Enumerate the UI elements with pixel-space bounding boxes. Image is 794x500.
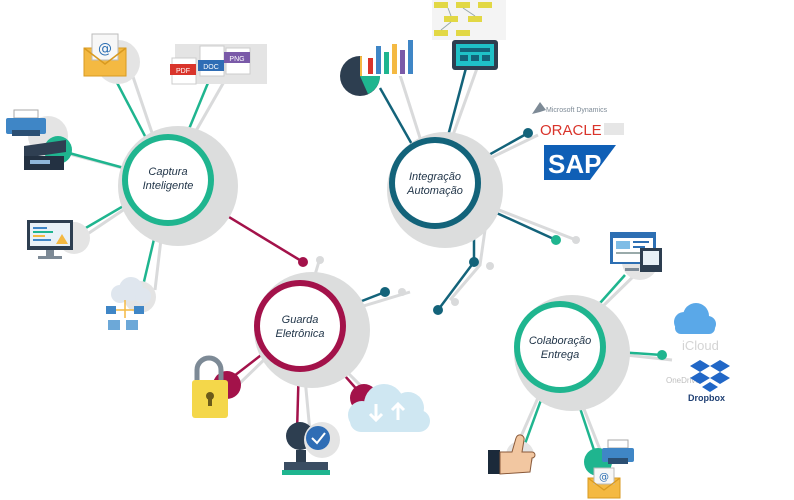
onedrive-logo: OneDrive [666,376,700,385]
oracle-label: ORACLE [540,122,602,139]
hub-colaboracao-line2: Entrega [541,349,580,361]
hub-captura-line1: Captura [148,166,187,178]
hub-guarda-eletronica[interactable]: Guarda Eletrônica [254,272,370,388]
email-small-icon: @ [587,467,621,499]
hub-captura-inteligente[interactable]: Captura Inteligente [118,126,238,246]
email-icon: @ [83,33,140,84]
hub-guarda-line2: Eletrônica [276,328,325,340]
cloud-network-icon [106,277,156,330]
ms-dynamics-label: Microsoft Dynamics [546,107,608,114]
cloud-transfer-icon [348,384,430,432]
dropbox-logo: Dropbox [688,360,730,403]
stamp-icon [282,422,340,475]
svg-text:@: @ [599,472,609,483]
dropbox-label: Dropbox [688,393,725,403]
icloud-label: iCloud [682,338,719,353]
hub-captura-line2: Inteligente [143,180,194,192]
hub-colaboracao-entrega[interactable]: Colaboração Entrega [514,295,630,411]
bar-chart-icon [340,40,418,96]
png-badge: PNG [229,56,244,63]
pdf-badge: PDF [176,68,190,75]
flowchart-icon [432,0,506,40]
doc-badge: DOC [203,64,219,71]
hub-guarda-line1: Guarda [282,314,319,326]
file-types-icon: PDF DOC PNG [170,44,267,85]
code-monitor-icon [27,220,90,259]
monitor-icon [452,40,498,70]
padlock-icon [192,355,241,418]
icloud-logo: iCloud [674,303,719,353]
web-page-icon [610,232,662,280]
sap-label: SAP [548,149,601,179]
oracle-logo: ORACLE [540,122,624,139]
thumbs-up-icon [488,434,536,475]
hub-colaboracao-line1: Colaboração [529,335,591,347]
scanner-icon [24,136,72,170]
hub-integracao-automacao[interactable]: Integração Automação [387,132,503,248]
hub-integracao-line1: Integração [409,171,461,183]
connector-dots [298,128,667,360]
ms-dynamics-logo: Microsoft Dynamics [532,102,608,114]
sap-logo: SAP [544,145,616,180]
svg-text:@: @ [98,41,112,57]
hub-integracao-line2: Automação [406,185,463,197]
onedrive-label: OneDrive [666,376,700,385]
